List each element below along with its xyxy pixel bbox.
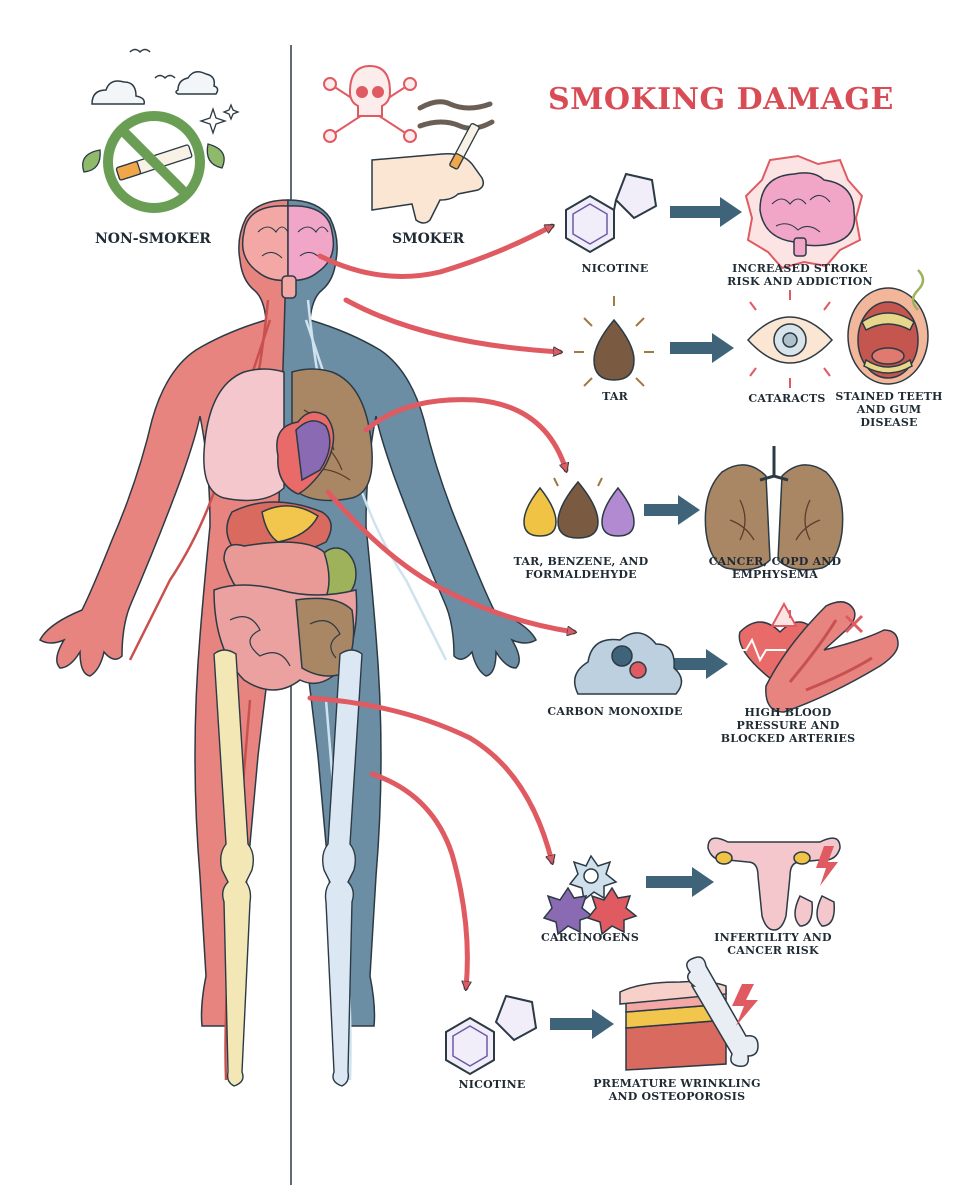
effect-label: INFERTILITY AND CANCER RISK	[714, 931, 832, 957]
cause-label: CARCINOGENS	[541, 931, 639, 944]
cigarette-hand-icon	[371, 99, 495, 224]
artery-icon	[734, 601, 899, 713]
cause-label: NICOTINE	[458, 1078, 526, 1091]
effect-label: INCREASED STROKE RISK AND ADDICTION	[727, 262, 873, 288]
smoker-label: SMOKER	[392, 231, 465, 247]
eye-icon	[746, 290, 834, 388]
droplets-icon	[523, 477, 635, 539]
cause-label: TAR, BENZENE, AND FORMALDEHYDE	[513, 555, 649, 581]
effect-label: STAINED TEETH AND GUM DISEASE	[835, 390, 943, 429]
brain-stroke-icon	[744, 154, 864, 270]
no-smoking-icon	[82, 111, 225, 213]
molecule-icon	[565, 172, 658, 254]
cause-label: CARBON MONOXIDE	[547, 705, 683, 718]
sparkle-icon	[198, 103, 240, 136]
bird-icon	[129, 48, 176, 80]
reproductive-organs-icon	[707, 837, 841, 931]
virus-icon	[542, 854, 638, 936]
skull-crossbones-icon	[323, 64, 417, 143]
non-smoker-label: NON-SMOKER	[95, 231, 211, 247]
mouth-icon	[847, 269, 929, 385]
effect-label: HIGH BLOOD PRESSURE AND BLOCKED ARTERIES	[720, 706, 856, 745]
page-title: SMOKING DAMAGE	[548, 82, 894, 117]
effect-label: CANCER, COPD AND EMPHYSEMA	[708, 555, 842, 581]
molecule-icon-2	[445, 994, 538, 1076]
effect-label: PREMATURE WRINKLING AND OSTEOPOROSIS	[593, 1077, 761, 1103]
effect-arrows	[550, 197, 742, 1039]
cause-label: NICOTINE	[581, 262, 649, 275]
cloud-icon	[91, 71, 219, 105]
effect-label: CATARACTS	[748, 392, 826, 405]
droplet-icon	[574, 296, 654, 387]
damaged-lungs-icon	[704, 446, 844, 571]
cause-label: TAR	[602, 390, 628, 403]
skeleton-legs	[213, 649, 363, 1087]
smoke-cloud-icon	[573, 632, 683, 695]
damage-arrows	[307, 223, 574, 988]
brain-icon	[241, 205, 335, 299]
heart-icon	[276, 411, 335, 495]
bone-icon	[686, 956, 759, 1068]
